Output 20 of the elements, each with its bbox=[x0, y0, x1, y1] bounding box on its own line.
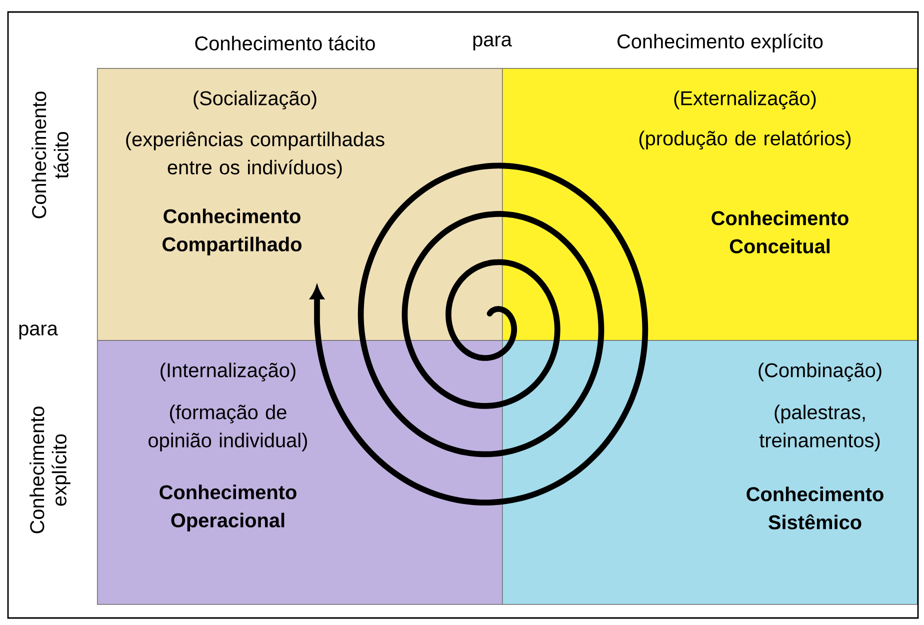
knowledge-title: Conhecimento Operacional bbox=[160, 484, 296, 532]
quadrant-box bbox=[97, 340, 503, 605]
axis-label: para bbox=[473, 36, 512, 50]
knowledge-title: Conhecimento Conceitual bbox=[712, 210, 848, 254]
axis-label: para bbox=[19, 324, 58, 340]
axis-label: Conhecimento explícito bbox=[30, 406, 70, 534]
mode-label: (Internalização) bbox=[160, 362, 296, 382]
example-text: (experiências compartilhadas entre os indivíduos) bbox=[126, 132, 384, 178]
example-text: (formação de opinião individual) bbox=[148, 404, 307, 452]
mode-label: (Combinação) bbox=[758, 362, 882, 382]
quadrant-box bbox=[502, 340, 918, 605]
example-text: (produção de relatórios) bbox=[639, 130, 851, 150]
knowledge-title: Conhecimento Compartilhado bbox=[162, 208, 302, 256]
mode-label: (Externalização) bbox=[674, 90, 816, 110]
knowledge-title: Conhecimento Sistêmico bbox=[746, 486, 884, 530]
quadrant-box bbox=[97, 68, 503, 341]
mode-label: (Socialização) bbox=[194, 90, 316, 110]
quadrant-box bbox=[502, 68, 918, 341]
example-text: (palestras, treinamentos) bbox=[759, 404, 880, 452]
axis-label: Conhecimento tácito bbox=[32, 92, 68, 218]
